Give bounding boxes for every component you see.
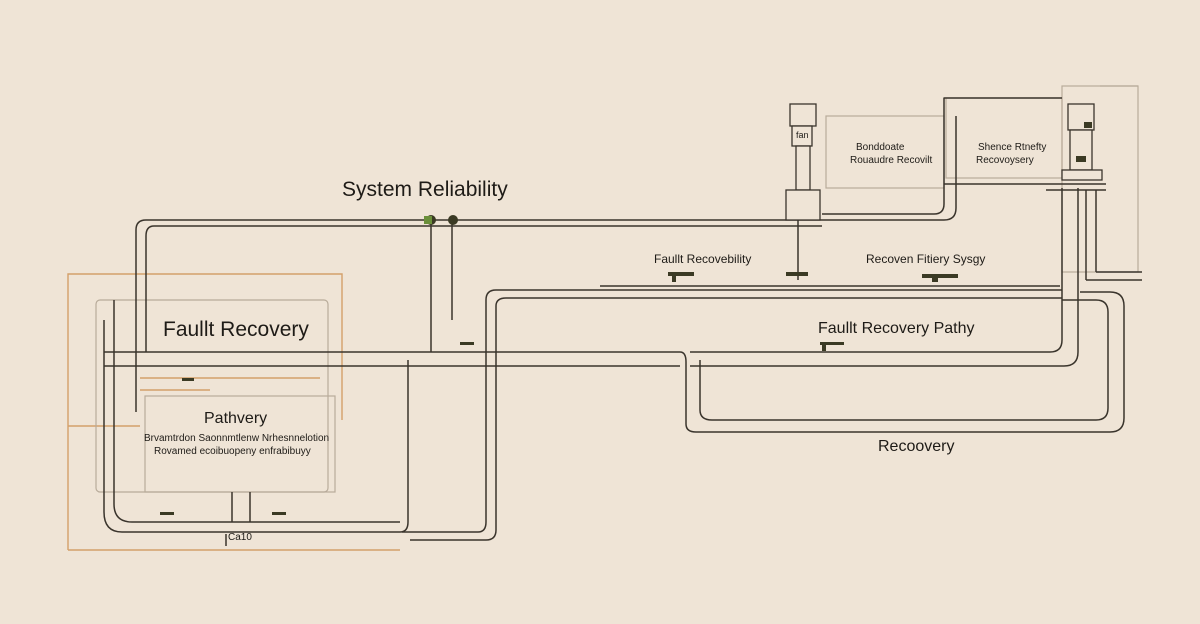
bus-nodes — [424, 215, 458, 225]
description-line-1: Brvamtrdon Saonnmtlenw Nrhesnnelotion — [144, 433, 330, 444]
shence-label-1: Shence Rtnefty — [978, 142, 1047, 153]
recover-fitiery-label: Recoven Fitiery Sysgy — [866, 252, 986, 266]
pathvery-label: Pathvery — [204, 410, 268, 427]
shence-label-2: Recovoysery — [976, 155, 1034, 166]
accent-frame-left — [67, 273, 400, 551]
diagram-title: System Reliability — [342, 178, 508, 201]
fault-recovery-pathy-label: Faullt Recovery Pathy — [818, 320, 975, 337]
node-right — [448, 215, 458, 225]
tower-structure — [785, 103, 1103, 221]
bonddoate-label-1: Bonddoate — [856, 142, 905, 153]
bonddoate-label-2: Rouaudre Recovilt — [850, 155, 933, 166]
tower-tag-label: fan — [796, 130, 809, 140]
fault-recovery-left-label: Faullt Recovery — [163, 318, 309, 341]
fault-recovebility-label: Faullt Recovebility — [654, 252, 752, 266]
cad-label: Ca10 — [228, 532, 252, 543]
node-left-leaf — [424, 216, 432, 224]
description-line-2: Rovamed ecoibuopeny enfrabibuyy — [154, 446, 311, 457]
main-paths — [103, 97, 1142, 546]
switch-symbols — [160, 122, 1092, 515]
recoovery-label: Recoovery — [878, 438, 955, 455]
